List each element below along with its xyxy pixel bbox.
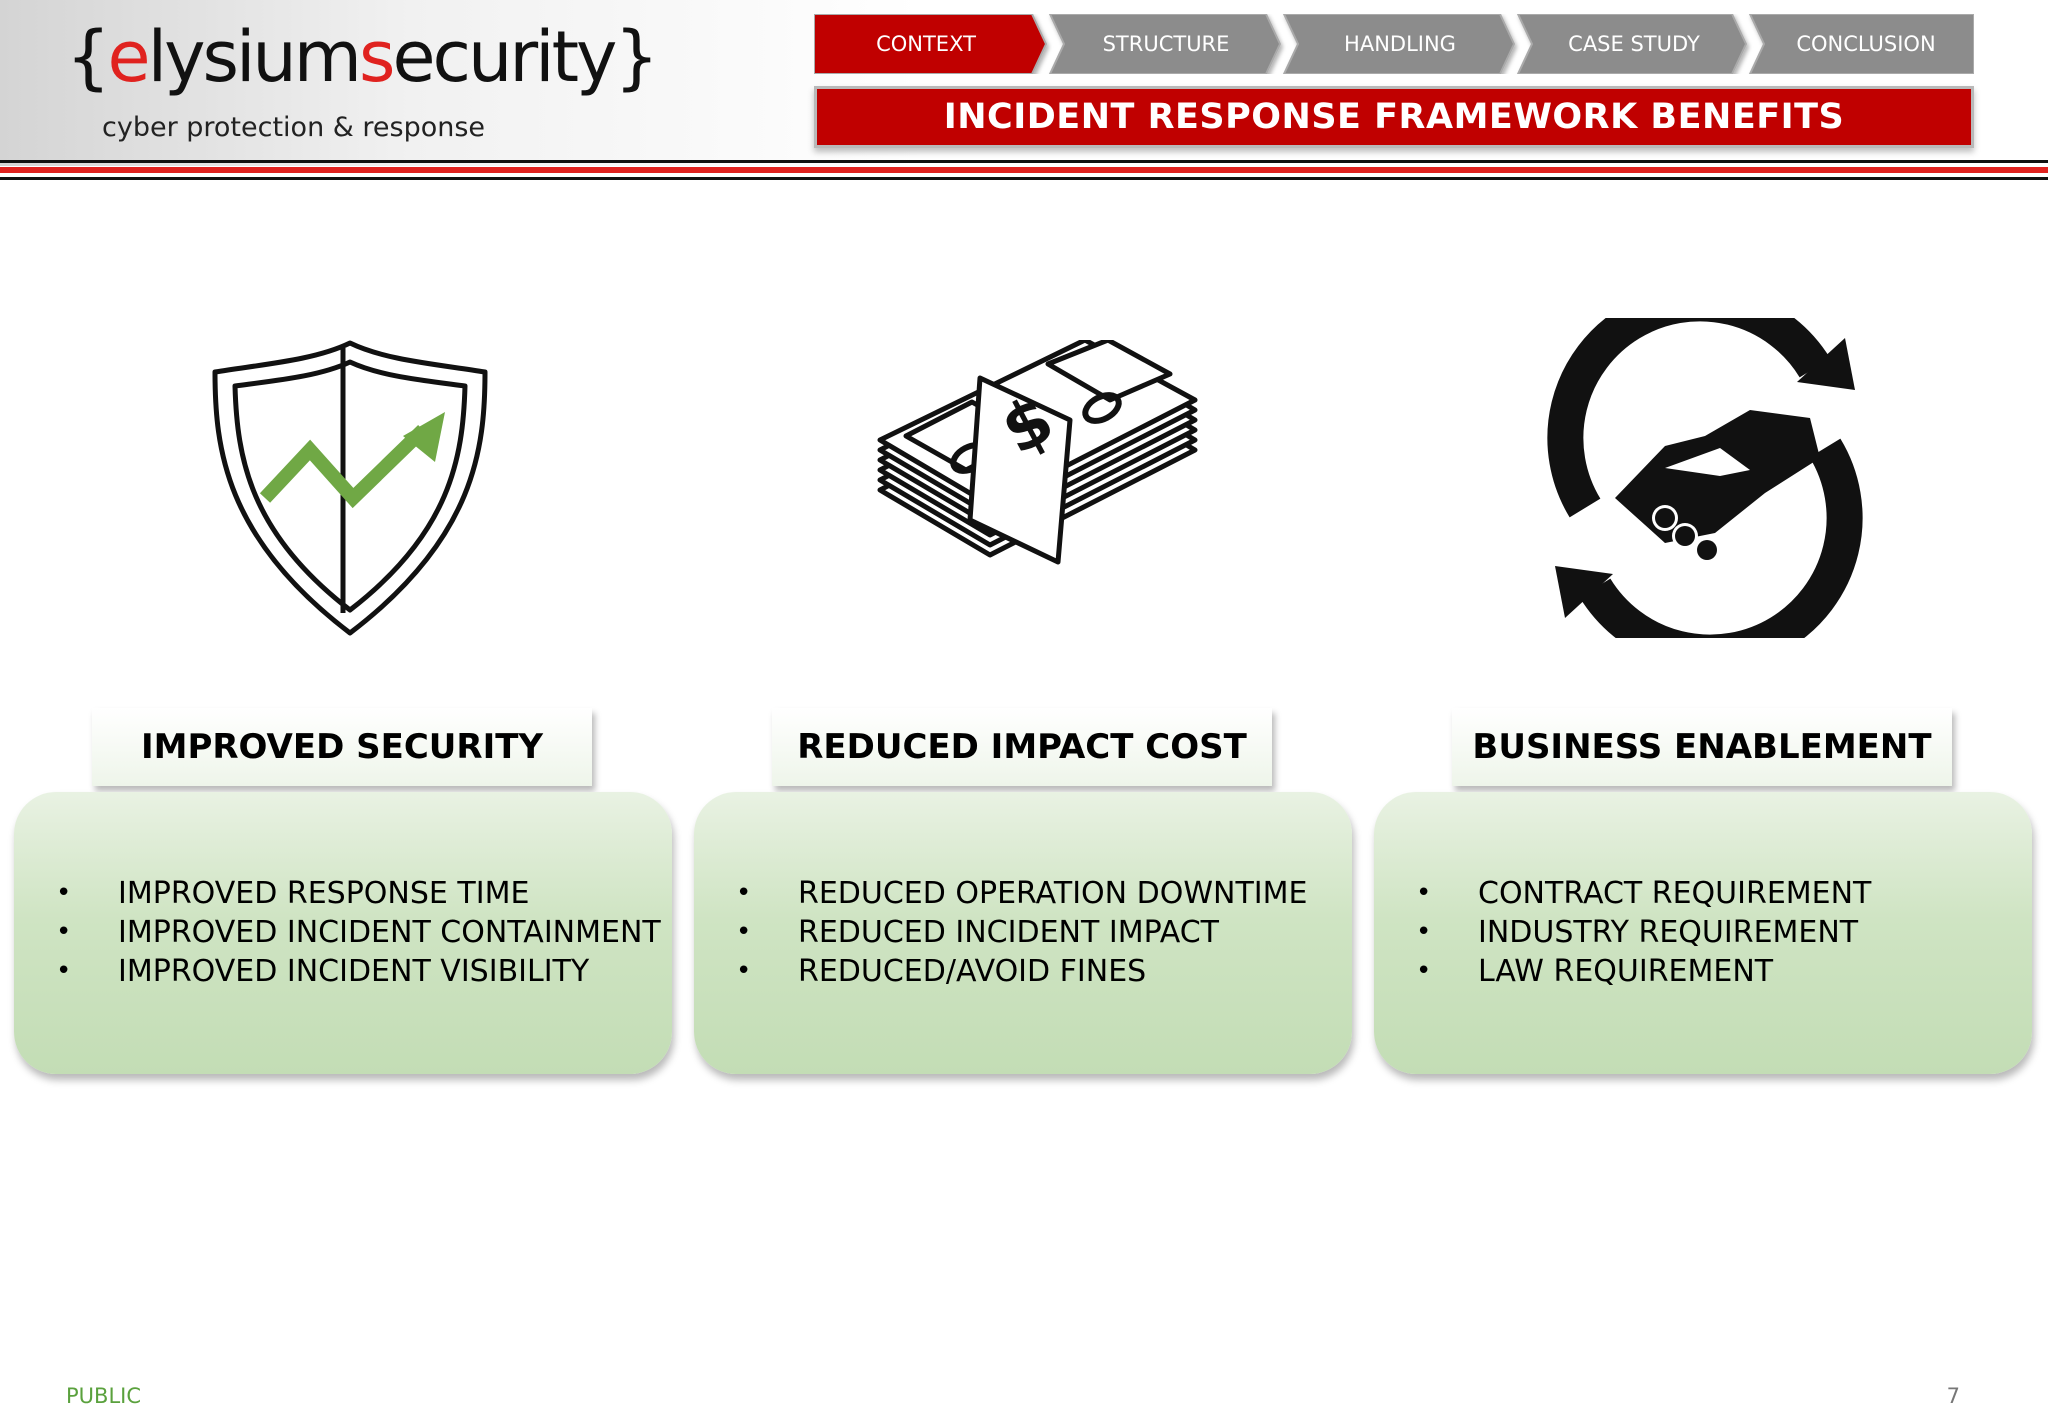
list-item: IMPROVED RESPONSE TIME — [44, 874, 661, 913]
nav-item-case-study[interactable]: CASE STUDY — [1568, 32, 1700, 56]
benefit-list: IMPROVED RESPONSE TIME IMPROVED INCIDENT… — [44, 874, 661, 991]
nav-chevrons — [814, 14, 1974, 74]
list-item: CONTRACT REQUIREMENT — [1404, 874, 1871, 913]
column-title-improved-security: IMPROVED SECURITY — [92, 708, 592, 786]
list-item: IMPROVED INCIDENT VISIBILITY — [44, 952, 661, 991]
nav-item-handling[interactable]: HANDLING — [1344, 32, 1456, 56]
list-item: REDUCED/AVOID FINES — [724, 952, 1307, 991]
nav-item-conclusion[interactable]: CONCLUSION — [1796, 32, 1936, 56]
header-rule-red — [0, 167, 2048, 173]
list-item: REDUCED OPERATION DOWNTIME — [724, 874, 1307, 913]
nav-item-structure[interactable]: STRUCTURE — [1102, 32, 1230, 56]
list-item: REDUCED INCIDENT IMPACT — [724, 913, 1307, 952]
list-item: IMPROVED INCIDENT CONTAINMENT — [44, 913, 661, 952]
column-title-reduced-impact-cost: REDUCED IMPACT COST — [772, 708, 1272, 786]
nav-chevron-structure[interactable] — [1048, 14, 1282, 74]
nav-item-context[interactable]: CONTEXT — [876, 32, 976, 56]
column-box-reduced-impact-cost: REDUCED OPERATION DOWNTIME REDUCED INCID… — [694, 792, 1352, 1074]
column-box-business-enablement: CONTRACT REQUIREMENT INDUSTRY REQUIREMEN… — [1374, 792, 2032, 1074]
slide-title: INCIDENT RESPONSE FRAMEWORK BENEFITS — [814, 86, 1974, 148]
logo-tagline: cyber protection & response — [102, 112, 486, 143]
money-stack-icon: $ — [877, 340, 1198, 565]
benefit-list: CONTRACT REQUIREMENT INDUSTRY REQUIREMEN… — [1404, 874, 1871, 991]
classification-label: PUBLIC — [66, 1384, 141, 1408]
column-box-improved-security: IMPROVED RESPONSE TIME IMPROVED INCIDENT… — [14, 792, 672, 1074]
nav-chevron-context[interactable] — [814, 14, 1048, 74]
nav-chevron-conclusion[interactable] — [1748, 14, 1974, 74]
header-rule-top — [0, 160, 2048, 163]
list-item: LAW REQUIREMENT — [1404, 952, 1871, 991]
shield-trend-icon — [212, 340, 488, 636]
nav-chevron-case-study[interactable] — [1516, 14, 1748, 74]
slide-header: {elysiumsecurity} cyber protection & res… — [0, 0, 2048, 166]
company-logo: {elysiumsecurity} — [66, 16, 659, 98]
list-item: INDUSTRY REQUIREMENT — [1404, 913, 1871, 952]
nav-chevron-handling[interactable] — [1282, 14, 1516, 74]
section-nav: CONTEXT STRUCTURE HANDLING CASE STUDY CO… — [814, 14, 1974, 74]
header-rule-bottom — [0, 177, 2048, 180]
handshake-cycle-icon — [1547, 318, 1863, 638]
page-number: 7 — [1946, 1384, 1960, 1408]
benefit-list: REDUCED OPERATION DOWNTIME REDUCED INCID… — [724, 874, 1307, 991]
column-title-business-enablement: BUSINESS ENABLEMENT — [1452, 708, 1952, 786]
